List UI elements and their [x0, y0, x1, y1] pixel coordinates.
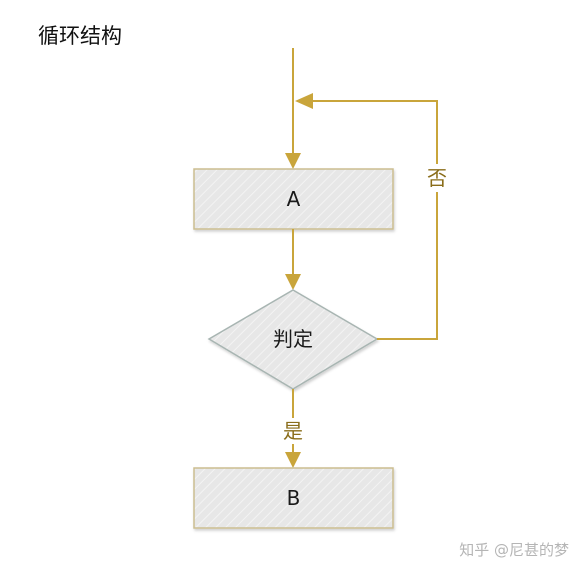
- process-box-a: [193, 168, 394, 230]
- edge-yes-label-bg: [280, 418, 306, 444]
- arrow-into-b: [285, 452, 301, 468]
- arrow-loop-back: [295, 93, 313, 109]
- process-box-b-label: B: [287, 486, 301, 510]
- arrow-into-decision: [285, 274, 301, 290]
- edge-no-label-bg: [424, 164, 450, 192]
- diagram-title: 循环结构: [38, 24, 122, 48]
- decision-label: 判定: [273, 327, 313, 351]
- arrow-into-a: [285, 153, 301, 169]
- edge-yes-label: 是: [283, 419, 303, 443]
- edge-no-label: 否: [427, 166, 447, 190]
- edge-no-loop: [311, 100, 438, 340]
- process-box-a-label: A: [287, 187, 301, 211]
- watermark: 知乎 @尼甚的梦: [459, 541, 569, 559]
- process-box-b: [193, 467, 394, 529]
